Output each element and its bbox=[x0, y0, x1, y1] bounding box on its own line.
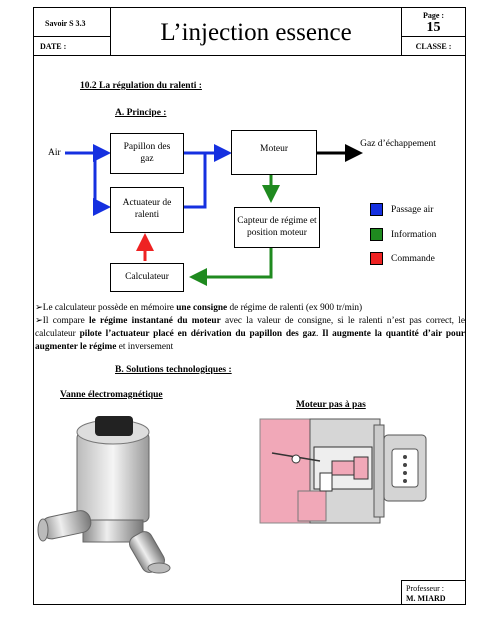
air-flow-lines bbox=[65, 144, 232, 216]
bullet-arrow-icon: ➢ bbox=[35, 316, 43, 326]
page-label: Page : bbox=[422, 11, 445, 20]
paragraph-consigne: ➢Le calculateur possède en mémoire une c… bbox=[35, 302, 465, 315]
legend-swatch-commande bbox=[370, 252, 383, 265]
date-label: DATE : bbox=[40, 42, 67, 51]
gaz-text: Gaz d’échappement bbox=[360, 139, 436, 149]
calculateur-box: Calculateur bbox=[110, 263, 184, 292]
legend-swatch-air bbox=[370, 203, 383, 216]
p2-text-f: Il augmente la quantité d’air pour augme… bbox=[35, 329, 465, 352]
diagram-arrows bbox=[65, 144, 363, 286]
p2-text-a: Il compare bbox=[42, 316, 90, 326]
air-label: Air bbox=[48, 148, 61, 158]
legend-label-commande: Commande bbox=[391, 254, 435, 264]
actuateur-text: Actuateur de ralenti bbox=[122, 198, 172, 220]
paragraph-compare: ➢Il compare le régime instantané du mote… bbox=[35, 315, 465, 354]
calculateur-text: Calculateur bbox=[125, 271, 169, 282]
gaz-label: Gaz d’échappement bbox=[360, 138, 436, 151]
p2-text-c: avec la valeur de consigne, si le ralent… bbox=[35, 316, 465, 339]
papillon-box: Papillon des gaz bbox=[110, 133, 184, 174]
info-arrow-left bbox=[189, 248, 273, 286]
classe-cell: CLASSE : bbox=[401, 36, 466, 56]
page-number: 15 bbox=[426, 20, 441, 35]
p1-text-c: de régime de ralenti (ex 900 tr/min) bbox=[227, 303, 363, 313]
moteur-box: Moteur bbox=[231, 130, 317, 175]
subheading-principe: A. Principe : bbox=[115, 108, 167, 118]
p1-text-a: Le calculateur possède en mémoire bbox=[42, 303, 177, 313]
capteur-box: Capteur de régime et position moteur bbox=[234, 207, 320, 248]
p2-text-e: . bbox=[316, 329, 323, 339]
p1-text-b: une consigne bbox=[176, 303, 228, 313]
legend-label-information: Information bbox=[391, 230, 437, 240]
p2-text-b: le régime instantané du moteur bbox=[89, 316, 221, 326]
page-title: L’injection essence bbox=[160, 19, 352, 46]
solenoid-valve-image bbox=[37, 416, 171, 574]
p2-text-d: pilote l’actuateur placé en dérivation d… bbox=[79, 329, 316, 339]
actuateur-box: Actuateur de ralenti bbox=[110, 187, 184, 233]
legend-swatch-information bbox=[370, 228, 383, 241]
subheading-solutions: B. Solutions technologiques : bbox=[115, 365, 232, 375]
stepper-motor-image bbox=[259, 418, 427, 524]
p2-text-g: et inversement bbox=[116, 342, 174, 352]
professor-label: Professeur : bbox=[406, 584, 444, 593]
papillon-text: Papillon des gaz bbox=[123, 141, 171, 164]
vanne-caption: Vanne électromagnétique bbox=[60, 390, 163, 400]
bullet-arrow-icon: ➢ bbox=[35, 303, 43, 313]
moteur-pas-caption: Moteur pas à pas bbox=[296, 400, 366, 410]
capteur-text: Capteur de régime et position moteur bbox=[237, 215, 317, 238]
classe-label: CLASSE : bbox=[415, 42, 452, 51]
professor-cell: Professeur : M. MIARD bbox=[401, 580, 466, 605]
section-heading: 10.2 La régulation du ralenti : bbox=[80, 81, 202, 91]
legend-label-air: Passage air bbox=[391, 205, 434, 215]
professor-name: M. MIARD bbox=[406, 594, 446, 603]
savoir-text: Savoir S 3.3 bbox=[45, 19, 86, 28]
moteur-text: Moteur bbox=[260, 144, 288, 154]
